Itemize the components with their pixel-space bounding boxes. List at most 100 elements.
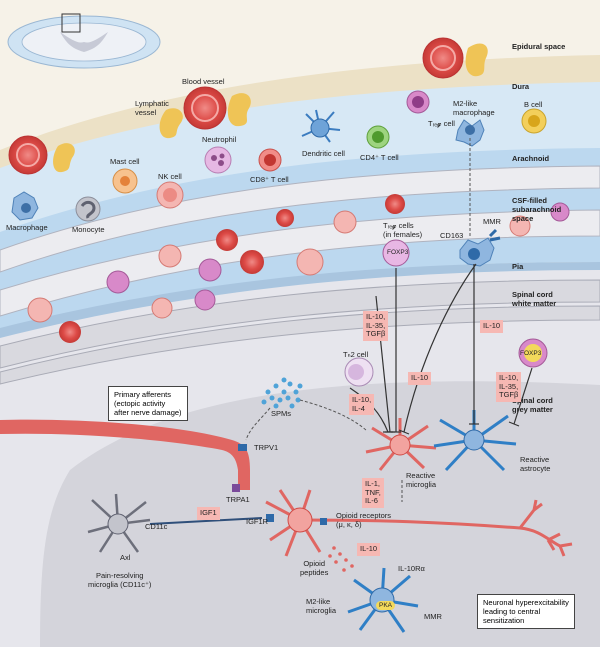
label-dura: Dura: [512, 82, 530, 91]
blood-vessel-dura: [183, 86, 227, 130]
monocyte: [75, 196, 101, 222]
cytokine-foxp3-line3: TGFβ: [499, 390, 519, 400]
reactive-astrocyte: [433, 410, 517, 472]
label-il10ra: IL-10Rα: [398, 564, 425, 573]
cytokine-treg-line1: IL-10,: [366, 312, 386, 321]
label-opioid-receptors-line2: (μ, κ, δ): [336, 519, 362, 529]
cd8-t-cell: [258, 148, 282, 172]
treg-cell-top: [406, 90, 430, 114]
label-mmr-top: MMR: [483, 217, 501, 226]
label-m2-microglia-line2: microglia: [306, 605, 337, 615]
nk-cell: [156, 181, 184, 209]
label-m2-mac-line1: M2-like: [453, 99, 478, 108]
label-reactive-astrocyte-line2: astrocyte: [520, 463, 551, 473]
label-blood-vessel: Blood vessel: [182, 77, 225, 86]
cytokine-il10-bottom: IL-10: [357, 543, 381, 556]
label-grey-matter: Spinal cord grey matter: [512, 396, 553, 414]
label-m2-mac-line2: macrophage: [453, 107, 495, 117]
pain-resolving-microglia: [87, 493, 151, 553]
cytokine-th2-line1: IL-10,: [352, 395, 372, 404]
macrophage-left: [11, 191, 39, 221]
label-igf1r: IGF1R: [246, 517, 269, 526]
csf-red-cells: [158, 194, 570, 282]
lymphatic-left: [159, 108, 183, 139]
label-pain-resolving-line2: microglia (CD11c⁺): [88, 579, 152, 589]
box-primary-afferents-line1: Primary afferents: [114, 390, 171, 399]
label-nk: NK cell: [158, 172, 182, 181]
cytokine-pro-line1: IL-1,: [365, 479, 381, 488]
cytokine-igf1: IGF1: [197, 507, 220, 520]
cytokine-il10-right: IL-10: [480, 320, 504, 333]
label-cd11c: CD11c: [145, 522, 168, 531]
m2-macrophage-csf: [459, 228, 501, 267]
label-monocyte: Monocyte: [72, 225, 105, 234]
lymphatic-dura: [227, 93, 251, 127]
label-bcell: B cell: [524, 100, 543, 109]
cytokine-th2-line2: IL-4: [352, 403, 365, 413]
cytokine-foxp3-set: IL-10, IL-35, TGFβ: [496, 372, 522, 402]
label-csf-line1: CSF-filled: [512, 196, 547, 205]
label-opioid-receptors-line1: Opioid receptors: [336, 511, 392, 520]
box-primary-afferents-line3: after nerve damage): [114, 408, 182, 417]
cytokine-foxp3-line1: IL-10,: [499, 373, 519, 382]
trpv1-channel: [238, 444, 247, 451]
label-lymphatic: Lymphatic vessel: [135, 99, 169, 117]
blood-vessel-top: [422, 37, 464, 79]
opioid-peptide-dots: [328, 546, 354, 572]
label-trpv1: TRPV1: [254, 443, 279, 452]
igf1-arrow: [149, 517, 263, 525]
label-csf-line3: space: [512, 214, 534, 223]
label-neutrophil: Neutrophil: [202, 135, 237, 144]
spinal-cord-section-icon: [7, 13, 161, 69]
box-neuronal-line1: Neuronal hyperexcitability: [483, 598, 569, 607]
label-reactive-astrocyte: Reactive astrocyte: [520, 455, 551, 473]
box-primary-afferents-line2: (ectopic activity: [114, 399, 166, 408]
label-pain-resolving-line1: Pain-resolving: [95, 571, 144, 580]
label-csf: CSF-filled subarachnoid space: [512, 196, 561, 223]
label-mmr-bottom: MMR: [424, 612, 442, 621]
spm-arrow-right: [299, 399, 367, 431]
foxp3-cell-right: [518, 338, 548, 368]
white-matter-cells: [0, 279, 600, 385]
label-macrophage: Macrophage: [6, 223, 48, 232]
label-m2-microglia: M2-like microglia: [306, 597, 337, 615]
pia-layer: [0, 262, 600, 340]
label-cd163: CD163: [440, 231, 464, 240]
box-neuronal-line2: leading to central: [483, 607, 541, 616]
label-lymphatic-line2: vessel: [135, 107, 157, 117]
label-pia: Pia: [512, 262, 524, 271]
inhibition-lines: [349, 263, 533, 435]
label-reactive-microglia-line1: Reactive: [406, 471, 436, 480]
cytokine-pro-line3: IL-6: [365, 496, 378, 506]
label-lymphatic-line1: Lymphatic: [135, 99, 169, 108]
igf1r-receptor: [266, 514, 274, 522]
spm-dots: [261, 377, 303, 409]
label-opioid-peptides-line2: peptides: [300, 567, 329, 577]
label-foxp3-right: FOXP3: [520, 350, 542, 357]
label-arachnoid: Arachnoid: [512, 154, 550, 163]
label-white-line1: Spinal cord: [512, 290, 553, 299]
label-treg-females-line1: Tᵣₑ𝓰 cells: [383, 221, 414, 230]
label-th2: Tₕ2 cell: [343, 350, 369, 359]
label-pka: PKA: [376, 601, 396, 611]
label-m2-macrophage: M2-like macrophage: [453, 99, 495, 117]
box-neuronal-hyperexcitability: Neuronal hyperexcitability leading to ce…: [477, 594, 575, 629]
label-m2-microglia-line1: M2-like: [306, 597, 331, 606]
primary-afferent-nerve: [0, 419, 250, 490]
label-axl: Axl: [120, 553, 131, 562]
label-reactive-microglia-line2: microglia: [406, 479, 437, 489]
label-cd4: CD4⁺ T cell: [360, 153, 399, 162]
label-treg: Tᵣₑ𝓰 cell: [428, 119, 455, 128]
cytokine-foxp3-line2: IL-35,: [499, 381, 519, 391]
cytokine-treg-line2: IL-35,: [366, 320, 386, 330]
label-epidural: Epidural space: [512, 42, 566, 51]
grey-matter: [40, 381, 600, 647]
label-reactive-microglia: Reactive microglia: [406, 471, 437, 489]
neutrophil: [204, 146, 232, 174]
cd4-t-cell: [366, 125, 390, 149]
lymphatic-top: [465, 43, 488, 77]
dendritic-cell: [301, 109, 341, 143]
label-reactive-astrocyte-line1: Reactive: [520, 455, 550, 464]
cytokine-pro-line2: TNF,: [365, 487, 381, 497]
